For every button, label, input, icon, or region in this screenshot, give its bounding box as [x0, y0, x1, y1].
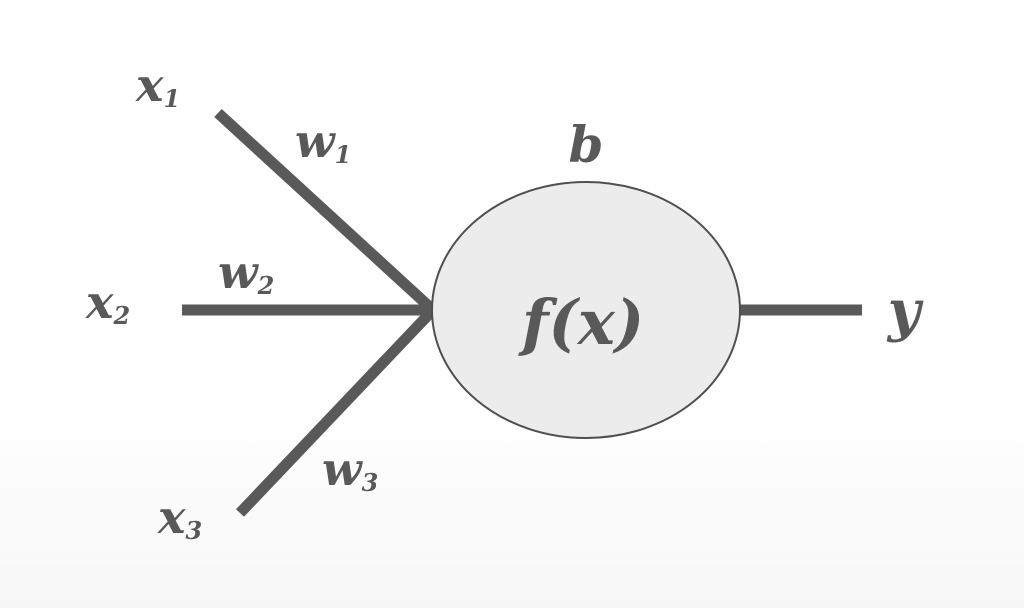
neuron-node [431, 181, 741, 439]
weight-label-w2: w2 [218, 245, 274, 300]
input-x1-index: 1 [163, 84, 180, 113]
input-x3-index: 3 [185, 516, 202, 545]
activation-function-label: f(x) [518, 286, 644, 359]
input-label-x1: x1 [135, 58, 180, 113]
input-label-x2: x2 [85, 275, 130, 330]
input-x1-var: x [135, 58, 164, 112]
input-x2-index: 2 [112, 301, 130, 330]
edge-x3 [236, 306, 437, 517]
weight-w2-var: w [218, 245, 259, 299]
input-x3-var: x [157, 490, 186, 544]
weight-w1-index: 1 [335, 140, 352, 169]
weight-w2-index: 2 [257, 271, 275, 300]
weight-w3-index: 3 [362, 468, 379, 497]
output-label: y [886, 278, 924, 344]
weight-w1-var: w [295, 114, 336, 168]
weight-w3-var: w [322, 442, 363, 496]
bias-label: b [569, 115, 604, 174]
weight-label-w3: w3 [322, 442, 378, 497]
weight-label-w1: w1 [295, 114, 351, 169]
input-label-x3: x3 [157, 490, 202, 545]
input-x2-var: x [85, 275, 114, 329]
edge-x1 [214, 108, 437, 315]
